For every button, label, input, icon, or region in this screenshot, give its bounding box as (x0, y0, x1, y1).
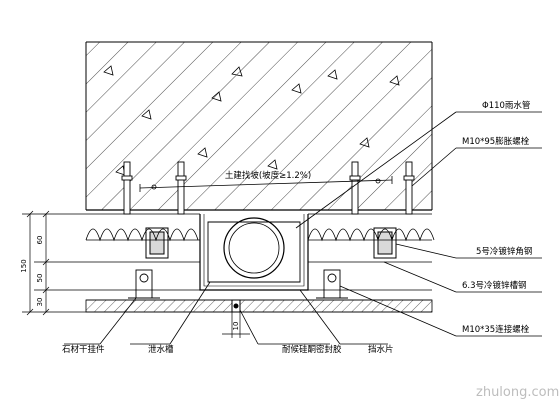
label-channel-5: 5号冷镀锌角钢 (476, 246, 532, 257)
dim-total: 150 (20, 259, 28, 272)
label-sealant: 耐候硅酮密封胶 (282, 344, 342, 355)
right-leaders (295, 111, 542, 337)
dim-30: 30 (36, 298, 44, 307)
label-expansion-bolt: M10*95膨胀螺栓 (462, 136, 530, 147)
dim-50: 50 (36, 274, 44, 283)
watermark: zhulong.com (476, 385, 559, 400)
dim-60: 60 (36, 236, 44, 245)
expansion-bolts (121, 161, 415, 215)
left-dimensions (22, 210, 86, 316)
gap-dimension (222, 312, 250, 338)
drain-gutter (199, 214, 309, 291)
label-bolt-m10x35: M10*35连接螺栓 (462, 324, 530, 335)
label-drain-groove: 泄水槽 (148, 344, 174, 355)
dim-gap: 10 (232, 322, 240, 331)
label-rain-pipe: Φ110雨水管 (482, 100, 530, 111)
steel-channels (145, 227, 397, 259)
sealant-joint (231, 299, 241, 313)
stone-hangers (128, 269, 348, 299)
slope-note: 土建找坡(坡度≥1.2%) (225, 170, 311, 181)
label-water-stop: 挡水片 (368, 344, 394, 355)
bottom-leaders (64, 281, 388, 345)
label-channel-63: 6.3号冷镀锌槽钢 (462, 280, 527, 291)
drainage-layer (85, 213, 435, 242)
concrete-slab (85, 41, 433, 210)
rain-pipe (223, 217, 285, 279)
label-stone-hanger: 石材干挂件 (62, 344, 105, 355)
slope-line (139, 176, 393, 192)
stone-panels (85, 261, 433, 313)
